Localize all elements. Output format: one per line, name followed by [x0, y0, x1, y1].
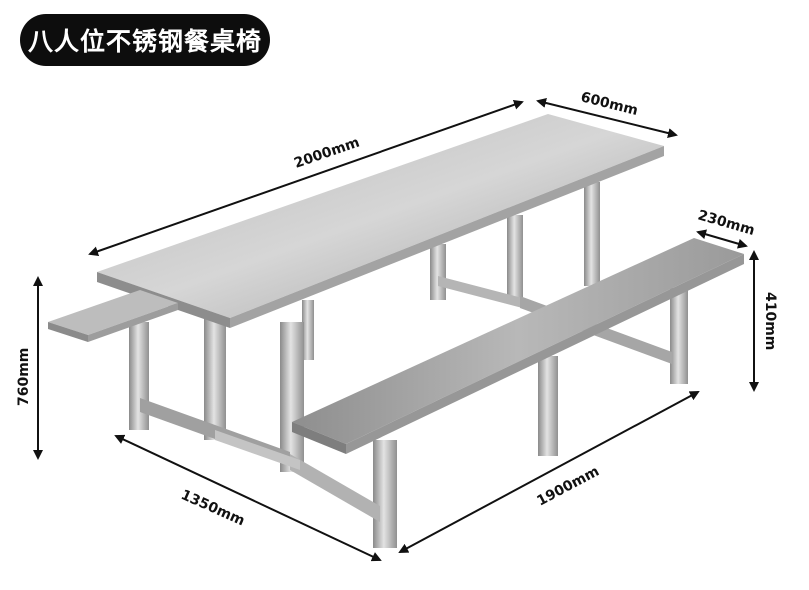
- dim-bench-height: 410mm: [762, 292, 778, 350]
- dim-table-length: 2000mm: [292, 134, 362, 171]
- dim-table-width: 600mm: [579, 89, 640, 119]
- dimension-arrows: [33, 98, 759, 562]
- product-title: 八人位不锈钢餐桌椅: [20, 14, 270, 66]
- left-bench: [48, 290, 178, 342]
- dim-bench-length: 1900mm: [534, 463, 602, 509]
- dim-table-height: 760mm: [16, 348, 32, 406]
